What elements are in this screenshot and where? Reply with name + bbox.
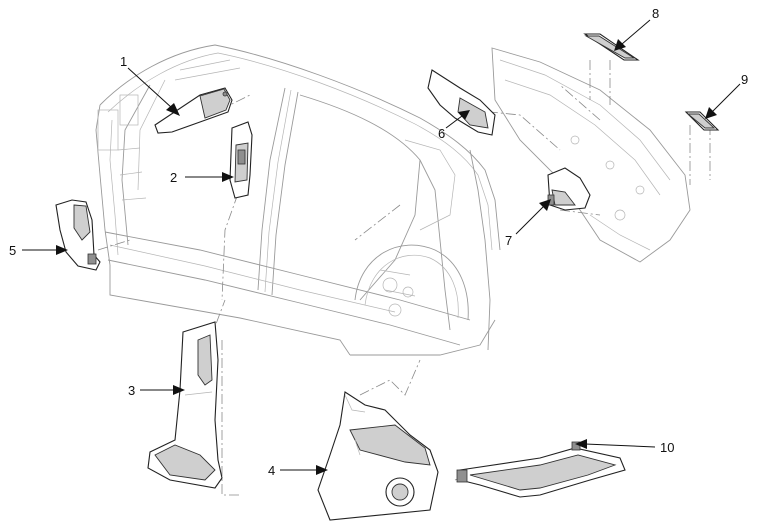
part-5-trim xyxy=(55,199,101,271)
vehicle-body-side xyxy=(95,44,501,356)
part-9-strip xyxy=(684,111,720,131)
callout-6: 6 xyxy=(438,126,445,141)
callout-10: 10 xyxy=(660,440,674,455)
part-2-trim xyxy=(229,121,253,199)
part-4-trim xyxy=(317,391,439,521)
callout-3: 3 xyxy=(128,383,135,398)
part-3-trim xyxy=(147,321,223,489)
callout-7: 7 xyxy=(505,233,512,248)
part-10-cover xyxy=(456,441,626,498)
callout-9: 9 xyxy=(741,72,748,87)
callout-8: 8 xyxy=(652,6,659,21)
callout-5: 5 xyxy=(9,243,16,258)
part-7-trim xyxy=(547,167,591,211)
callout-numbers: 1 2 3 4 5 6 7 8 9 10 xyxy=(9,6,748,478)
callout-leaders xyxy=(22,19,741,475)
callout-2: 2 xyxy=(170,170,177,185)
part-8-strip xyxy=(583,33,640,61)
rear-crossmember-structure xyxy=(491,47,691,263)
part-6-trim xyxy=(427,69,496,136)
callout-4: 4 xyxy=(268,463,275,478)
callout-1: 1 xyxy=(120,54,127,69)
part-1-trim xyxy=(154,87,233,134)
